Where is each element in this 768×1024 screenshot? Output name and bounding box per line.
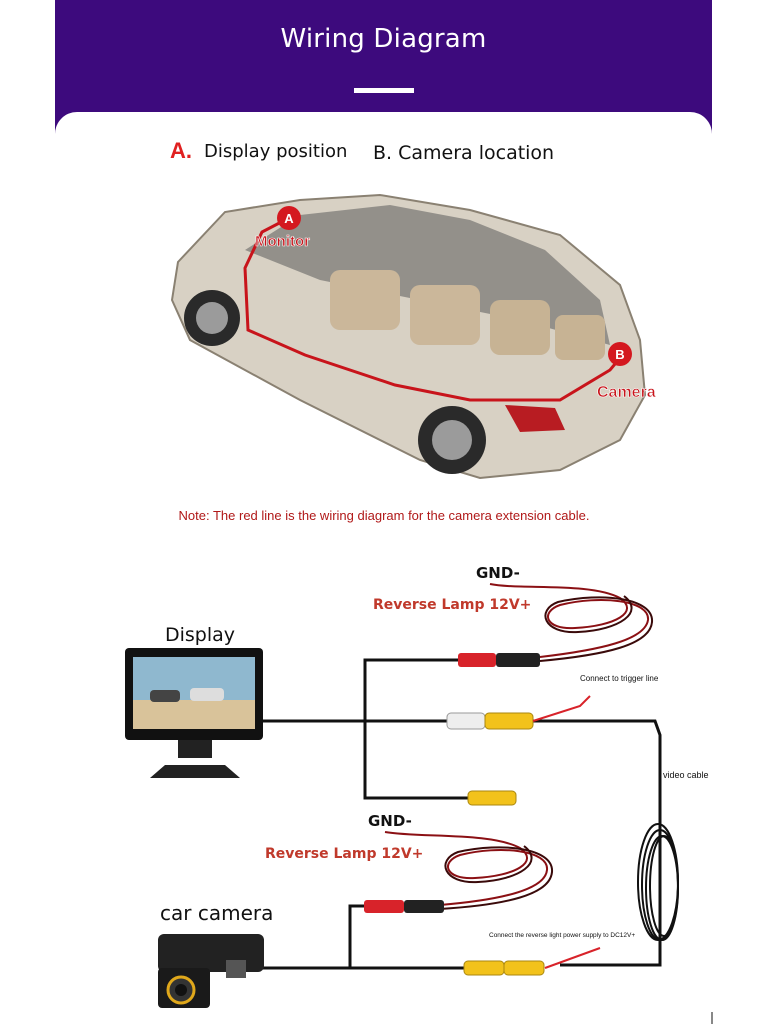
spare-yellow-rca bbox=[467, 790, 517, 806]
section-a-letter: A. bbox=[170, 138, 192, 163]
gnd-bottom-label: GND- bbox=[368, 812, 412, 830]
wiring-note: Note: The red line is the wiring diagram… bbox=[178, 508, 590, 523]
video-cable-label: video cable bbox=[663, 770, 709, 780]
camera-rca-plug bbox=[463, 960, 505, 976]
gnd-top-label: GND- bbox=[476, 564, 520, 582]
marker-a-icon bbox=[277, 206, 301, 230]
top-power-wires bbox=[489, 583, 654, 662]
black-cables bbox=[262, 658, 662, 970]
car-camera-icon bbox=[158, 934, 264, 1008]
bottom-red-connector bbox=[364, 900, 404, 913]
car-camera-label: car camera bbox=[160, 901, 273, 925]
display-label: Display bbox=[165, 624, 235, 646]
power-note-label: Connect the reverse light power supply t… bbox=[489, 932, 635, 939]
bottom-black-connector bbox=[404, 900, 444, 913]
top-red-connector bbox=[458, 653, 496, 667]
white-rca-connector bbox=[446, 712, 486, 730]
marker-b-icon bbox=[608, 342, 632, 366]
content-panel-top bbox=[55, 112, 712, 152]
section-b-label: B. Camera location bbox=[373, 142, 555, 164]
bottom-power-wires bbox=[384, 831, 554, 910]
trigger-label: Connect to trigger line bbox=[580, 674, 659, 683]
page-title: Wiring Diagram bbox=[280, 24, 487, 54]
yellow-rca-connector bbox=[484, 712, 534, 730]
monitor-label: Monitor bbox=[255, 233, 310, 250]
section-a-label: Display position bbox=[204, 141, 348, 162]
marker-a-letter: A bbox=[284, 211, 294, 226]
coiled-cable bbox=[637, 823, 679, 941]
camera-rca-socket bbox=[503, 960, 545, 976]
display-monitor-icon bbox=[125, 648, 263, 778]
title-underline bbox=[354, 88, 414, 93]
trigger-wire bbox=[532, 695, 591, 722]
camera-label: Camera bbox=[597, 384, 656, 401]
reverse-lamp-top-label: Reverse Lamp 12V+ bbox=[373, 597, 531, 613]
marker-b-letter: B bbox=[615, 347, 624, 362]
power-note-wire bbox=[544, 947, 601, 969]
reverse-lamp-bottom-label: Reverse Lamp 12V+ bbox=[265, 846, 423, 862]
top-black-connector bbox=[496, 653, 540, 667]
video-cable-text: video cable bbox=[663, 770, 709, 780]
